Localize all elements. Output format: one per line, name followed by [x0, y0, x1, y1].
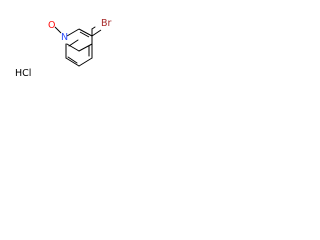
bond-inner-2	[67, 56, 78, 64]
bond-c6-c7	[65, 57, 80, 67]
bromine-label: Br	[101, 18, 112, 29]
bond-ctop-inner	[79, 31, 90, 38]
bond-ctop-cbr	[78, 28, 93, 37]
bond-c3-br	[91, 26, 96, 30]
bond-c-br	[91, 29, 102, 37]
nitrogen-label: N	[61, 32, 68, 43]
ring-bonds	[65, 26, 96, 67]
bond-c2-c3	[78, 43, 93, 52]
bond-n-o	[54, 26, 62, 34]
molecule-structure-diagram: O N Br HCl	[15, 18, 112, 79]
bond-n-ctop	[66, 28, 80, 37]
ring-top-bonds	[66, 28, 93, 38]
bond-c5-c6	[78, 57, 93, 67]
bond-n-c2	[66, 43, 80, 52]
bond-inner-3	[68, 39, 79, 47]
oxygen-label: O	[48, 20, 55, 31]
hcl-label: HCl	[15, 68, 31, 79]
